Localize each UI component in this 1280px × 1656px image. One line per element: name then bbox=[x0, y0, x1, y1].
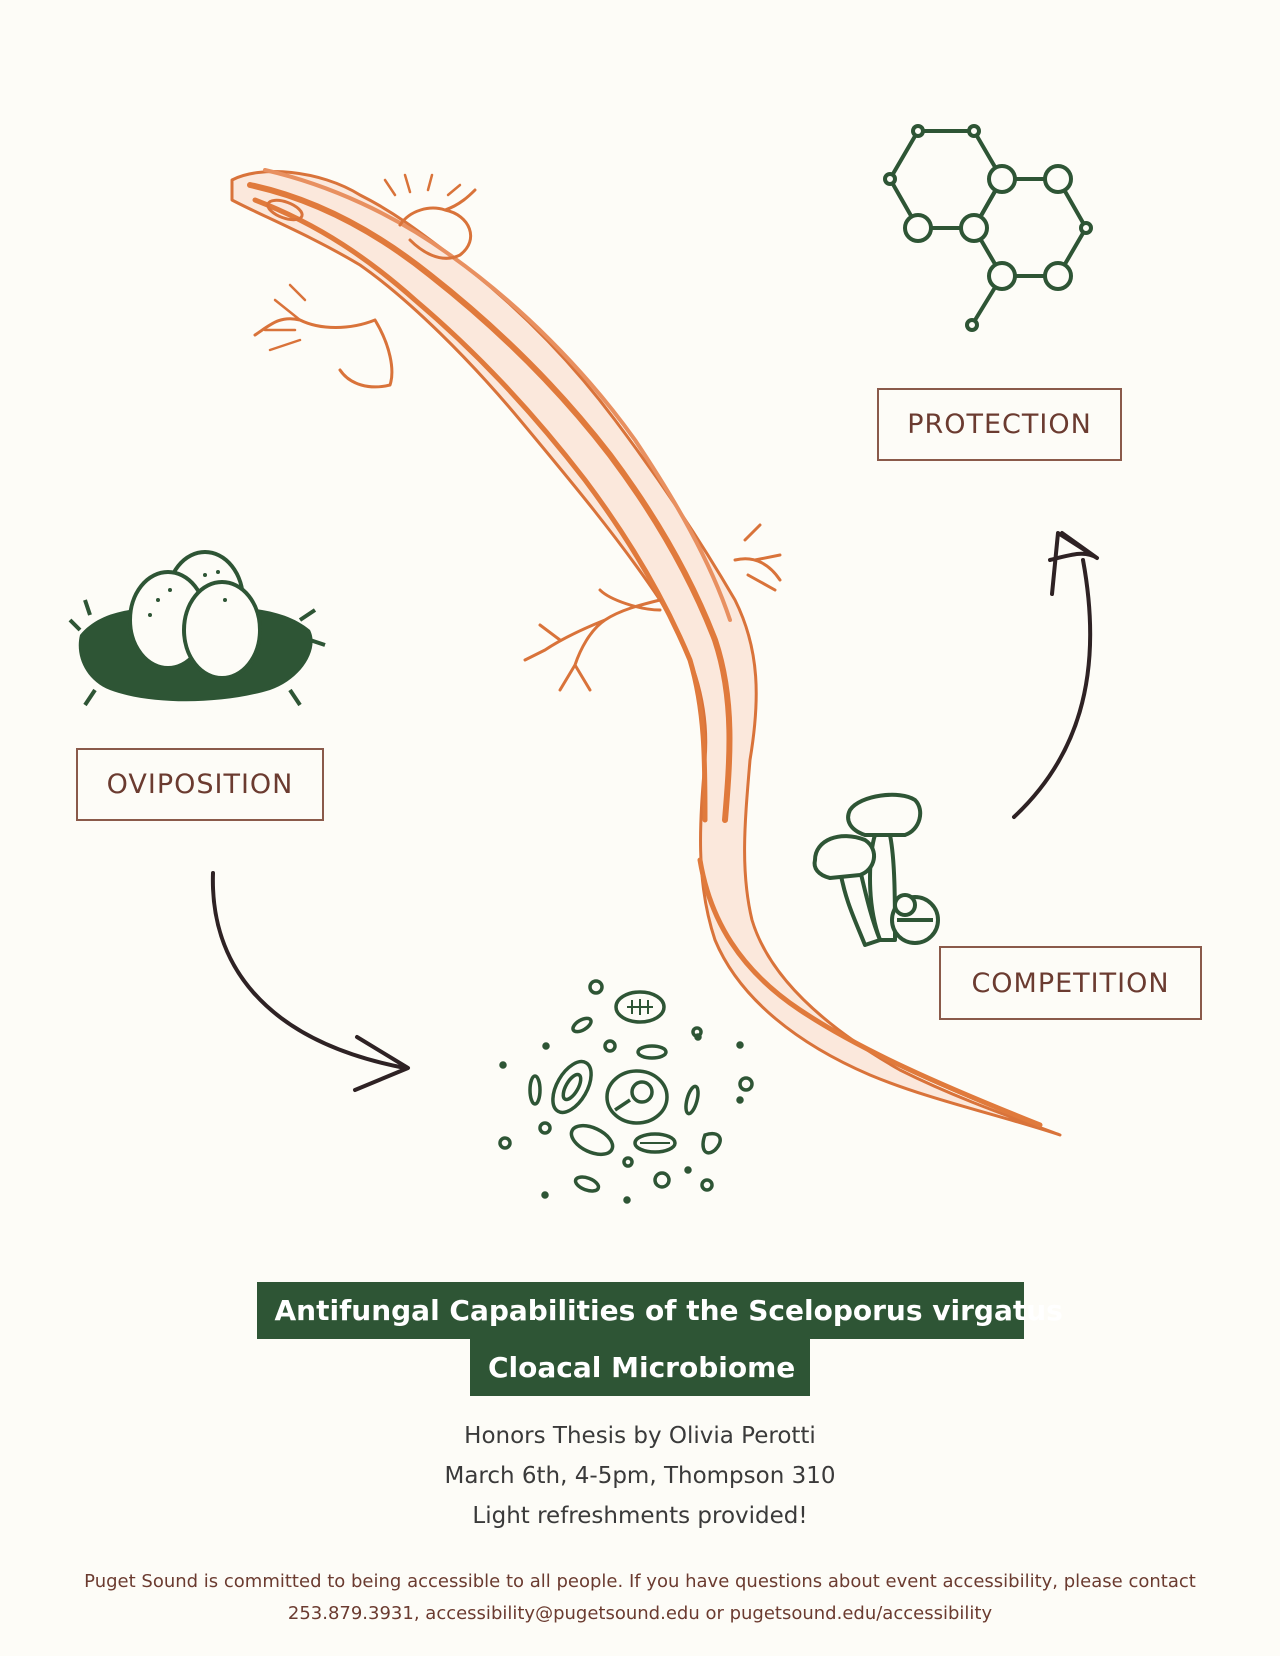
protection-label: PROTECTION bbox=[877, 388, 1122, 461]
byline: Honors Thesis by Olivia Perotti bbox=[464, 1423, 816, 1449]
lizard-illustration bbox=[230, 168, 1062, 1137]
title-line-1: Antifungal Capabilities of the Sceloporu… bbox=[256, 1282, 1063, 1339]
microbes-icon bbox=[498, 979, 754, 1204]
footer-line-2: 253.879.3931, accessibility@pugetsound.e… bbox=[287, 1603, 993, 1624]
title-line-2: Cloacal Microbiome bbox=[470, 1339, 810, 1396]
mushrooms-icon bbox=[812, 792, 940, 947]
date-time-location: March 6th, 4-5pm, Thompson 310 bbox=[444, 1463, 836, 1489]
eggs-in-nest-icon bbox=[68, 550, 326, 707]
oviposition-label: OVIPOSITION bbox=[76, 748, 324, 821]
hexagon-molecule-icon bbox=[883, 124, 1093, 332]
event-details: Honors Thesis by Olivia Perotti March 6t… bbox=[0, 1416, 1280, 1536]
competition-label: COMPETITION bbox=[939, 946, 1202, 1020]
curved-arrow-icon bbox=[210, 531, 1099, 1092]
illustration-canvas bbox=[68, 124, 1099, 1204]
footer-line-1: Puget Sound is committed to being access… bbox=[84, 1571, 1196, 1592]
title-block: Antifungal Capabilities of the Sceloporu… bbox=[0, 1282, 1280, 1396]
refreshments-note: Light refreshments provided! bbox=[472, 1503, 808, 1529]
accessibility-footer: Puget Sound is committed to being access… bbox=[0, 1566, 1280, 1630]
